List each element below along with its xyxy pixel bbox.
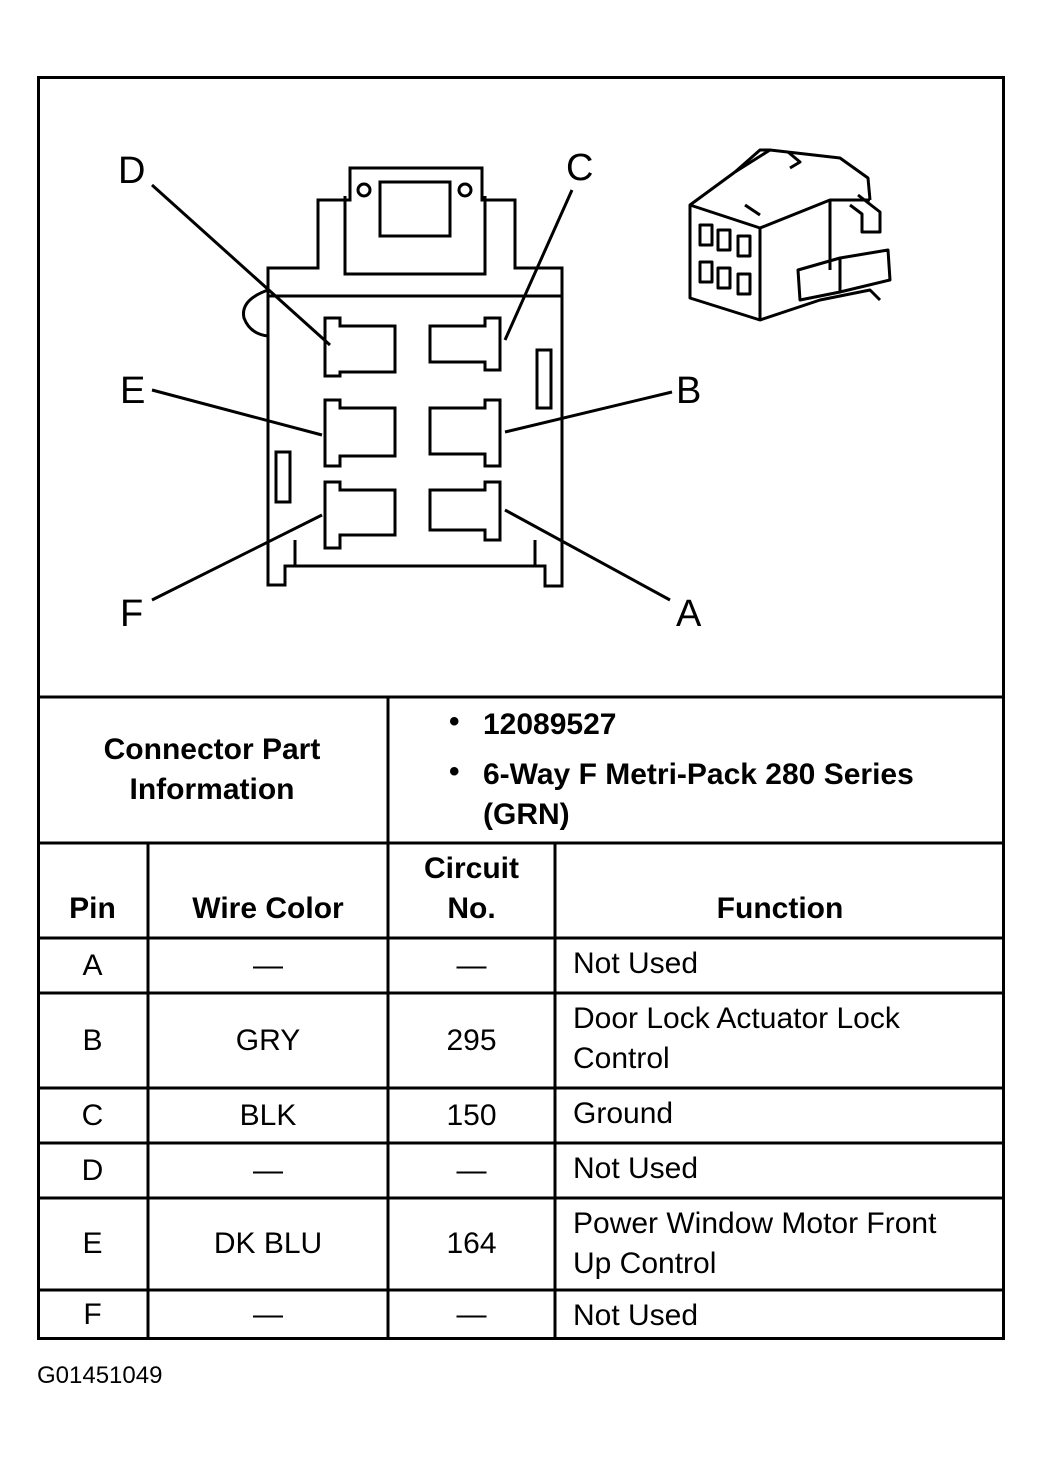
pin-label-D: D	[118, 150, 145, 192]
connector-type: 6-Way F Metri-Pack 280 Series (GRN)	[483, 758, 914, 831]
table-row-circuit: —	[456, 948, 487, 982]
table-row-function: Not Used	[573, 1299, 699, 1332]
table-row-pin: C	[81, 1098, 104, 1132]
header-function: Function	[716, 892, 844, 925]
table-row-pin: D	[81, 1153, 104, 1187]
table-row-wire-color: —	[253, 948, 283, 982]
cavity-E	[323, 398, 397, 468]
cavity-C	[428, 316, 502, 372]
table-row-wire-color: GRY	[235, 1023, 301, 1057]
table-row-circuit: —	[456, 1153, 487, 1187]
connector-face	[150, 166, 673, 602]
table-row-pin: F	[83, 1298, 102, 1331]
pin-label-A: A	[676, 593, 702, 635]
part-info-item: • 12089527	[449, 705, 963, 745]
pin-label-E: E	[120, 370, 145, 412]
table-row-wire-color: BLK	[239, 1098, 297, 1132]
table-row-function: Door Lock Actuator Lock Control	[573, 1002, 900, 1075]
table-row-pin: A	[82, 948, 103, 982]
table-row-wire-color: —	[253, 1298, 283, 1331]
table-grid	[37, 695, 1005, 1340]
table-row-pin: B	[82, 1023, 103, 1057]
table-row-wire-color: —	[253, 1153, 283, 1187]
table-row-circuit: 150	[446, 1098, 497, 1132]
table-row-circuit: 295	[446, 1023, 497, 1057]
part-info-item: • 6-Way F Metri-Pack 280 Series (GRN)	[449, 755, 963, 835]
bullet-icon: •	[449, 755, 460, 788]
table-row-function: Ground	[573, 1097, 674, 1130]
pin-label-F: F	[120, 593, 143, 635]
figure-code: G01451049	[37, 1362, 163, 1389]
cavity-D	[323, 316, 397, 378]
table-row-function: Not Used	[573, 1152, 699, 1185]
connector-3d-icon	[688, 148, 892, 322]
cavity-F	[323, 480, 397, 550]
header-circuit-no: Circuit No.	[423, 852, 519, 925]
table-row-pin: E	[82, 1227, 103, 1260]
table-row-function: Not Used	[573, 947, 699, 980]
part-info-label: Connector Part Information	[103, 733, 321, 806]
table-row-circuit: 164	[446, 1227, 497, 1260]
cavity-A	[428, 480, 502, 542]
connector-figure-frame	[37, 76, 1005, 1340]
cavity-B	[428, 398, 502, 468]
table-row-circuit: —	[456, 1298, 487, 1331]
pin-label-B: B	[676, 370, 701, 412]
header-pin: Pin	[69, 892, 116, 925]
pin-label-C: C	[566, 147, 593, 189]
pin-table: Pin Wire Color Circuit No. Function A — …	[37, 843, 1005, 1340]
part-info-values: • 12089527 • 6-Way F Metri-Pack 280 Seri…	[387, 697, 1005, 843]
part-number: 12089527	[483, 708, 617, 741]
bullet-icon: •	[449, 705, 460, 738]
header-wire-color: Wire Color	[192, 892, 344, 925]
connector-part-info: Connector Part Information • 12089527 • …	[37, 697, 1005, 843]
table-row-wire-color: DK BLU	[213, 1227, 323, 1260]
table-row-function: Power Window Motor Front Up Control	[573, 1207, 937, 1280]
